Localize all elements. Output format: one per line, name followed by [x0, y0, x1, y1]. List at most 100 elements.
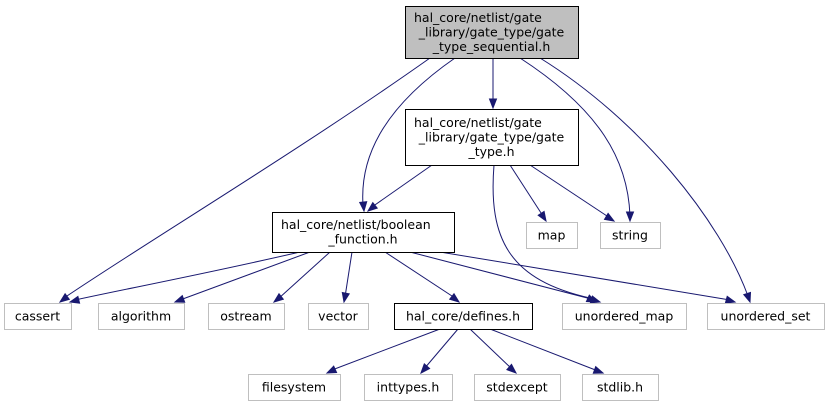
edge-arrowhead — [724, 295, 737, 304]
edge-arrowhead — [742, 291, 752, 304]
node-label-line: unordered_set — [721, 308, 811, 323]
edge-arrowhead — [325, 365, 338, 374]
edge-defines-to-inttypes — [420, 328, 459, 375]
edge-arrowhead — [420, 363, 431, 375]
edge-line — [362, 57, 456, 206]
node-string: string — [600, 222, 661, 249]
edge-line — [371, 164, 433, 208]
node-gate-type[interactable]: hal_core/netlist/gate_library/gate_type/… — [405, 109, 579, 166]
node-label-line: string — [612, 227, 648, 242]
node-unordered-set: unordered_set — [707, 303, 825, 330]
edge-root-to-gate_type — [488, 58, 498, 110]
node-box — [582, 374, 659, 401]
edge-line — [344, 251, 353, 298]
edge-arrowhead — [625, 211, 635, 223]
node-box — [526, 222, 578, 249]
edge-line — [409, 251, 596, 301]
node-box — [364, 374, 453, 401]
edge-arrowhead — [603, 212, 616, 222]
node-label-line: inttypes.h — [377, 379, 440, 394]
node-box — [208, 303, 285, 330]
edge-arrowhead — [272, 292, 285, 303]
edge-line — [179, 251, 311, 301]
node-label-line: stdexcept — [486, 379, 547, 394]
node-algorithm: algorithm — [98, 303, 185, 330]
edge-defines-to-stdexcept — [469, 328, 518, 374]
node-label-line: _library/gate_type/gate — [418, 129, 565, 144]
node-stdexcept: stdexcept — [474, 374, 561, 401]
edge-line — [63, 57, 431, 299]
node-label-line: _library/gate_type/gate — [418, 24, 565, 39]
edge-arrowhead — [68, 295, 81, 304]
node-unordered-map: unordered_map — [562, 303, 687, 330]
edge-gate_type-to-boolean_function — [366, 164, 433, 212]
node-label-line: _type_sequential.h — [432, 39, 551, 54]
node-box — [308, 303, 369, 330]
node-box — [248, 374, 341, 401]
edge-arrowhead — [341, 291, 351, 304]
edge-line — [74, 251, 301, 301]
edge-line — [539, 57, 749, 297]
node-label-line: unordered_map — [575, 308, 674, 323]
edge-boolean_function-to-defines — [384, 251, 461, 303]
edge-arrowhead — [366, 201, 379, 212]
edge-arrowhead — [448, 292, 461, 303]
node-map: map — [526, 222, 578, 249]
edge-line — [509, 164, 544, 217]
node-boolean-function[interactable]: hal_core/netlist/boolean_function.h — [272, 212, 455, 253]
node-label-line: filesystem — [262, 379, 326, 394]
edge-line — [439, 251, 731, 301]
node-vector: vector — [308, 303, 369, 330]
edge-defines-to-stdlib — [489, 328, 605, 374]
edge-root-to-unordered_set — [539, 57, 752, 304]
edge-line — [529, 164, 611, 219]
edges-layer — [58, 57, 752, 375]
node-box — [707, 303, 825, 330]
edge-root-to-boolean_function — [358, 57, 456, 213]
edge-arrowhead — [488, 98, 498, 110]
edge-line — [519, 57, 631, 217]
edge-arrowhead — [506, 363, 518, 374]
node-label-line: hal_core/netlist/gate — [414, 115, 542, 130]
node-label-line: vector — [318, 308, 359, 323]
node-label-line: stdlib.h — [597, 379, 643, 394]
edge-boolean_function-to-unordered_set — [439, 251, 737, 304]
edge-arrowhead — [58, 292, 71, 303]
node-inttypes: inttypes.h — [364, 374, 453, 401]
edge-arrowhead — [173, 294, 186, 303]
edge-arrowhead — [537, 210, 547, 223]
edge-gate_type-to-string — [529, 164, 616, 222]
node-box — [562, 303, 687, 330]
node-label-line: _type.h — [467, 144, 514, 159]
node-root[interactable]: hal_core/netlist/gate_library/gate_type/… — [405, 6, 579, 59]
node-label-line: _function.h — [327, 232, 397, 247]
edge-boolean_function-to-algorithm — [173, 251, 311, 303]
node-box — [272, 212, 455, 253]
node-label-line: ostream — [220, 308, 271, 323]
node-box — [474, 374, 561, 401]
node-label-line: map — [538, 227, 566, 242]
node-label-line: hal_core/defines.h — [406, 308, 520, 323]
edge-line — [469, 328, 513, 370]
edge-root-to-cassert — [58, 57, 431, 303]
node-box — [405, 6, 579, 59]
node-stdlib: stdlib.h — [582, 374, 659, 401]
edge-line — [277, 251, 331, 300]
edge-defines-to-filesystem — [325, 328, 441, 374]
node-cassert: cassert — [4, 303, 72, 330]
edge-gate_type-to-map — [509, 164, 547, 223]
edge-boolean_function-to-ostream — [272, 251, 331, 303]
node-label-line: algorithm — [111, 308, 171, 323]
node-box — [600, 222, 661, 249]
node-label-line: hal_core/netlist/boolean — [281, 217, 431, 232]
edge-arrowhead — [358, 201, 368, 213]
node-box — [98, 303, 185, 330]
edge-boolean_function-to-cassert — [68, 251, 301, 304]
node-filesystem: filesystem — [248, 374, 341, 401]
node-box — [394, 303, 533, 330]
node-label-line: hal_core/netlist/gate — [414, 10, 542, 25]
node-defines[interactable]: hal_core/defines.h — [394, 303, 533, 330]
node-label-line: cassert — [15, 308, 60, 323]
edge-boolean_function-to-vector — [341, 251, 353, 304]
